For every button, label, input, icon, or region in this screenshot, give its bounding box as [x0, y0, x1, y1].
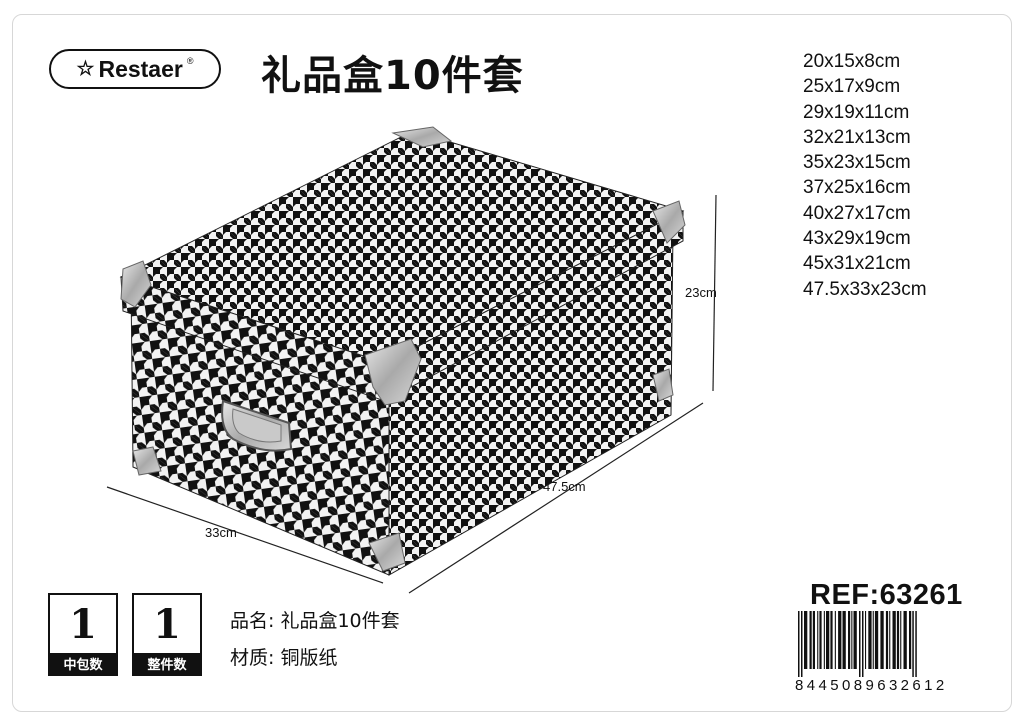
- size-item: 35x23x15cm: [803, 152, 911, 174]
- barcode-bar: [912, 611, 914, 677]
- product-name-label: 品名:: [230, 610, 275, 632]
- brand-name: Restaer: [98, 55, 183, 82]
- barcode-bar: [826, 611, 830, 669]
- carton-count: 1 整件数: [132, 593, 202, 676]
- barcode-bar: [812, 611, 815, 669]
- page-title: 礼品盒10件套: [261, 53, 524, 99]
- barcode-bar: [804, 611, 808, 669]
- inner-pack-value: 1: [69, 600, 97, 648]
- material-value: 铜版纸: [280, 647, 338, 669]
- barcode-bar: [842, 611, 846, 669]
- barcode-bar: [874, 611, 879, 669]
- barcode-bar: [801, 611, 803, 677]
- barcode-bar: [823, 611, 825, 669]
- star-icon: ☆: [76, 58, 95, 80]
- barcode-bar: [889, 611, 891, 669]
- reference-code: REF:63261: [810, 579, 963, 611]
- barcode-bar: [872, 611, 874, 669]
- barcode-bar: [903, 611, 907, 669]
- material-label: 材质:: [230, 647, 275, 669]
- size-item: 40x27x17cm: [803, 202, 911, 224]
- barcode-bar: [915, 611, 917, 677]
- inner-pack-count: 1 中包数: [48, 593, 118, 676]
- barcode-bar: [880, 611, 884, 669]
- length-dimension-label: 47.5cm: [543, 479, 586, 494]
- barcode-bar: [859, 611, 861, 677]
- material-row: 材质: 铜版纸: [230, 643, 337, 670]
- product-name-value: 礼品盒10件套: [280, 610, 400, 632]
- registered-mark: ®: [186, 56, 194, 66]
- product-name-row: 品名: 礼品盒10件套: [230, 606, 400, 633]
- product-label-card: ☆ Restaer ® 礼品盒10件套 20x15x8cm 25x17x9cm …: [12, 14, 1012, 712]
- barcode-bar: [838, 611, 842, 669]
- size-item: 25x17x9cm: [803, 76, 901, 98]
- brand-logo: ☆ Restaer ®: [49, 49, 221, 89]
- carton-value: 1: [153, 600, 181, 648]
- height-dimension-label: 23cm: [685, 285, 717, 300]
- barcode-bar: [853, 611, 857, 669]
- barcode-bar: [817, 611, 819, 669]
- size-item: 32x21x13cm: [803, 126, 911, 148]
- barcode-bar: [892, 611, 896, 669]
- barcode-bar: [862, 611, 864, 677]
- barcode-bar: [834, 611, 836, 669]
- size-item: 47.5x33x23cm: [803, 278, 927, 300]
- inner-pack-label: 中包数: [50, 653, 116, 674]
- barcode-bar: [809, 611, 812, 669]
- barcode-bar: [798, 611, 800, 677]
- barcode-bar: [819, 611, 822, 669]
- barcode-number: 8445089632612: [795, 677, 948, 694]
- barcode-bar: [868, 611, 872, 669]
- size-item: 45x31x21cm: [803, 253, 911, 275]
- size-item: 20x15x8cm: [803, 51, 901, 72]
- size-item: 37x25x16cm: [803, 177, 911, 199]
- barcode-bar: [900, 611, 902, 669]
- barcode-bar: [865, 611, 867, 669]
- barcode-bar: [909, 611, 912, 669]
- carton-label: 整件数: [134, 653, 200, 674]
- barcode-bar: [830, 611, 833, 669]
- size-list: 20x15x8cm 25x17x9cm 29x19x11cm 32x21x13c…: [803, 49, 927, 302]
- product-image-box: [106, 126, 717, 594]
- size-item: 43x29x19cm: [803, 228, 911, 250]
- size-item: 29x19x11cm: [803, 101, 910, 123]
- barcode: [798, 611, 917, 677]
- barcode-bar: [851, 611, 853, 669]
- barcode-bar: [885, 611, 889, 669]
- barcode-bar: [848, 611, 851, 669]
- barcode-bar: [896, 611, 900, 669]
- width-dimension-label: 33cm: [205, 525, 237, 540]
